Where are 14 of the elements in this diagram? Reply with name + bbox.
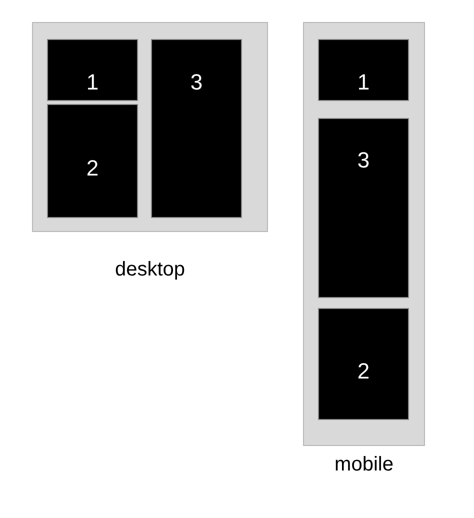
panel-caption: desktop <box>114 258 186 282</box>
block-number: 1 <box>357 69 370 95</box>
content-block <box>318 308 409 420</box>
block-number: 2 <box>357 358 370 384</box>
block-number: 1 <box>86 69 99 95</box>
content-block <box>47 104 138 218</box>
panel-caption: mobile <box>334 454 394 476</box>
block-number: 3 <box>357 147 370 173</box>
block-number: 2 <box>86 155 99 181</box>
content-block <box>47 39 138 101</box>
content-block <box>151 39 242 218</box>
content-block <box>318 118 409 298</box>
content-block <box>318 39 409 101</box>
block-number: 3 <box>190 69 203 95</box>
